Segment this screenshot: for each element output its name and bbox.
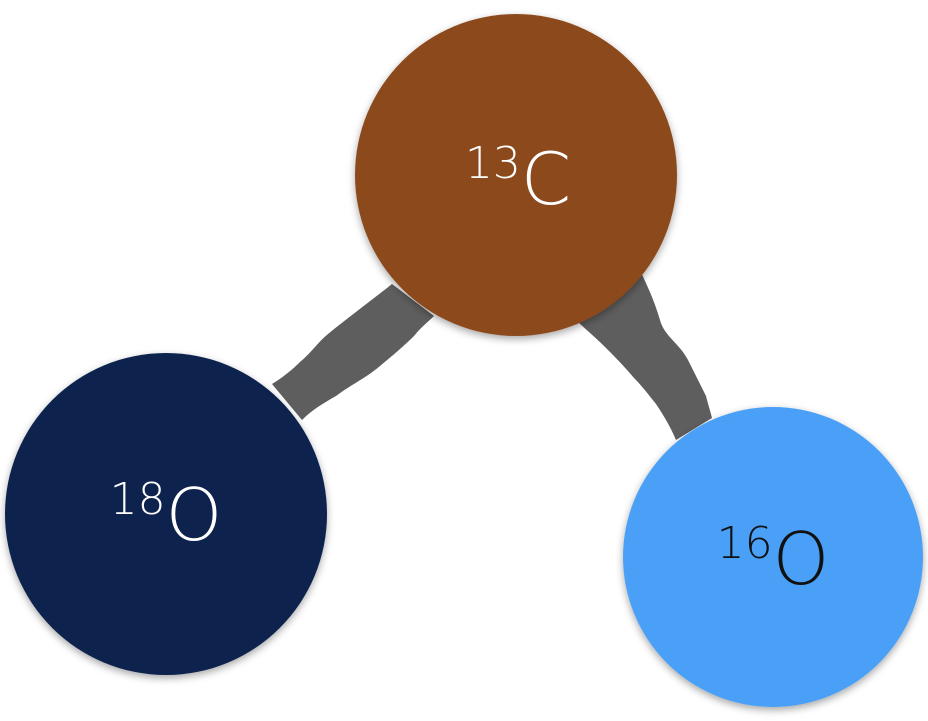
atom-carbon-label: 13C	[465, 137, 571, 221]
atom-oxygen-16: 16O	[623, 407, 923, 707]
atom-oxygen-18: 18O	[5, 353, 327, 675]
bond-carbon-oxygen18	[272, 284, 434, 420]
atom-oxygen18-circle	[5, 353, 327, 675]
atom-oxygen18-label: 18O	[110, 473, 223, 557]
atom-carbon-13: 13C	[355, 14, 677, 336]
atom-carbon-symbol: C	[521, 137, 571, 221]
atom-oxygen16-label: 16O	[717, 517, 830, 601]
atom-oxygen18-symbol: O	[166, 473, 223, 557]
atom-oxygen18-mass-number: 18	[110, 474, 166, 525]
atom-oxygen16-symbol: O	[773, 517, 830, 601]
bond-carbon-oxygen16	[576, 270, 712, 440]
atom-carbon-mass-number: 13	[465, 138, 521, 189]
atom-oxygen16-mass-number: 16	[717, 518, 773, 569]
atom-carbon-circle	[355, 14, 677, 336]
atom-oxygen16-circle	[623, 407, 923, 707]
